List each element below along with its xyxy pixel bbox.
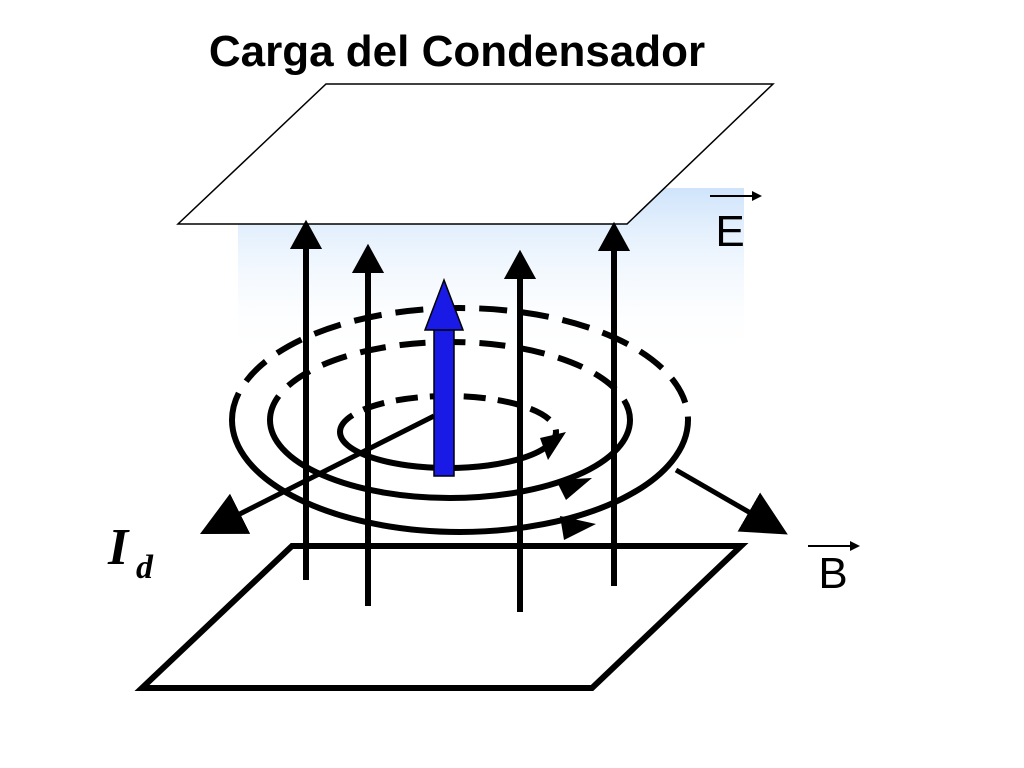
top-capacitor-plate (176, 83, 775, 225)
inner-loop-arrowhead (540, 432, 566, 460)
id-radial-arrow (199, 413, 436, 535)
id-label-main: I (107, 519, 130, 576)
magnetic-field-loops (229, 305, 691, 535)
loop-arrowheads (540, 432, 596, 540)
middle-b-loop-front (267, 419, 633, 501)
outer-b-loop-front (229, 419, 691, 535)
b-field-label: B (818, 549, 847, 598)
e-field-label: E (715, 207, 744, 256)
outer-loop-arrowhead (560, 516, 596, 540)
b-radial-arrow (674, 467, 788, 535)
id-label-subscript: d (136, 549, 154, 586)
e-vector-label: E (710, 191, 762, 256)
bottom-capacitor-plate (134, 543, 749, 691)
displacement-current-arrow (423, 277, 465, 477)
middle-loop-arrowhead (556, 478, 592, 500)
electric-field-lines (289, 219, 631, 612)
outer-b-loop-back (229, 305, 691, 421)
diagram-title: Carga del Condensador (209, 27, 705, 76)
id-label: I d (107, 519, 154, 586)
b-vector-label: B (808, 541, 860, 598)
